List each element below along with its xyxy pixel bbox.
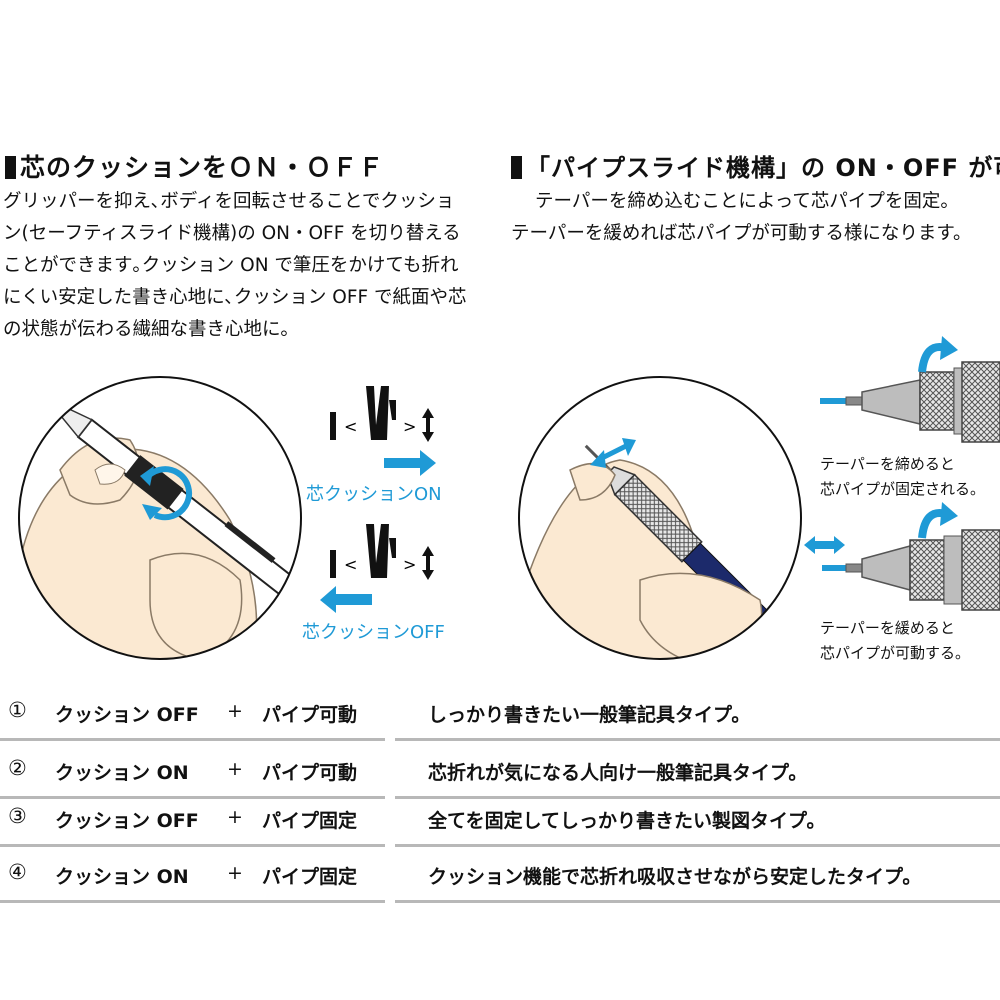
row-plus: + — [227, 700, 243, 722]
cushion-on-schematic: < > — [330, 386, 436, 476]
row-divider — [395, 900, 1000, 903]
cushion-line-4: にくい安定した書き心地に､クッション OFF で紙面や芯 — [3, 287, 467, 308]
row-divider — [395, 738, 1000, 741]
row-description: しっかり書きたい一般筆記具タイプ。 — [428, 704, 751, 726]
heading-bar-icon — [5, 156, 16, 179]
cushion-line-5: の状態が伝わる繊細な書き心地に｡ — [3, 319, 290, 340]
cushion-line-2: ン(セーフティスライド機構)の ON・OFF を切り替える — [3, 223, 461, 244]
row-pipe: パイプ固定 — [262, 810, 358, 832]
pipe-line-1: テーパーを締め込むことによって芯パイプを固定。 — [535, 191, 959, 212]
row-description: 芯折れが気になる人向け一般筆記具タイプ。 — [428, 762, 808, 784]
taper-fixed-diagram — [820, 336, 1000, 443]
row-pipe: パイプ固定 — [262, 866, 358, 888]
row-cushion: クッション ON — [55, 762, 189, 784]
table-row: ③ クッション OFF + パイプ固定 全てを固定してしっかり書きたい製図タイプ… — [0, 790, 1000, 848]
svg-text:<: < — [344, 417, 357, 436]
cushion-description: グリッパーを抑え､ボディを回転させることでクッショ ン(セーフティスライド機構)… — [3, 186, 467, 346]
row-plus: + — [227, 862, 243, 884]
taper-movable-caption: テーパーを緩めると 芯パイプが可動する。 — [820, 619, 971, 662]
pipe-line-2: テーパーを緩めれば芯パイプが可動する様になります。 — [511, 223, 972, 244]
row-plus: + — [227, 758, 243, 780]
cushion-off-label: 芯クッションOFF — [302, 622, 445, 643]
taper-fixed-caption: テーパーを締めると 芯パイプが固定される。 — [820, 455, 986, 498]
row-divider — [395, 796, 1000, 799]
table-row: ② クッション ON + パイプ可動 芯折れが気になる人向け一般筆記具タイプ。 — [0, 742, 1000, 800]
row-divider — [0, 796, 385, 799]
svg-text:>: > — [403, 417, 416, 436]
heading-bar-icon — [511, 156, 522, 179]
row-description: 全てを固定してしっかり書きたい製図タイプ。 — [428, 810, 826, 832]
pipe-slide-description: テーパーを締め込むことによって芯パイプを固定。 テーパーを緩めれば芯パイプが可動… — [511, 186, 971, 250]
row-description: クッション機能で芯折れ吸収させながら安定したタイプ。 — [428, 866, 922, 888]
svg-text:>: > — [403, 555, 416, 574]
row-plus: + — [227, 806, 243, 828]
svg-text:<: < — [344, 555, 357, 574]
row-cushion: クッション OFF — [55, 704, 199, 726]
cushion-line-1: グリッパーを抑え､ボディを回転させることでクッショ — [3, 191, 455, 212]
row-divider — [0, 738, 385, 741]
cushion-on-label: 芯クッションON — [306, 484, 442, 505]
row-divider — [0, 900, 385, 903]
table-row: ① クッション OFF + パイプ可動 しっかり書きたい一般筆記具タイプ。 — [0, 684, 1000, 742]
row-number: ③ — [8, 804, 27, 828]
row-number: ② — [8, 756, 27, 780]
row-divider — [0, 844, 385, 847]
row-number: ① — [8, 698, 27, 722]
row-pipe: パイプ可動 — [262, 704, 358, 726]
pipe-slide-heading: 「パイプスライド機構」の ON・OFF が可能 — [511, 148, 1000, 183]
row-number: ④ — [8, 860, 27, 884]
row-cushion: クッション OFF — [55, 810, 199, 832]
row-divider — [395, 844, 1000, 847]
cushion-line-3: ことができます｡クッション ON で筆圧をかけても折れ — [3, 255, 459, 276]
row-pipe: パイプ可動 — [262, 762, 358, 784]
table-row: ④ クッション ON + パイプ固定 クッション機能で芯折れ吸収させながら安定し… — [0, 846, 1000, 904]
taper-movable-diagram — [804, 502, 1000, 611]
cushion-off-schematic: < > — [320, 524, 434, 613]
row-cushion: クッション ON — [55, 866, 189, 888]
cushion-heading: 芯のクッションをＯＮ・ＯＦＦ — [5, 148, 384, 184]
